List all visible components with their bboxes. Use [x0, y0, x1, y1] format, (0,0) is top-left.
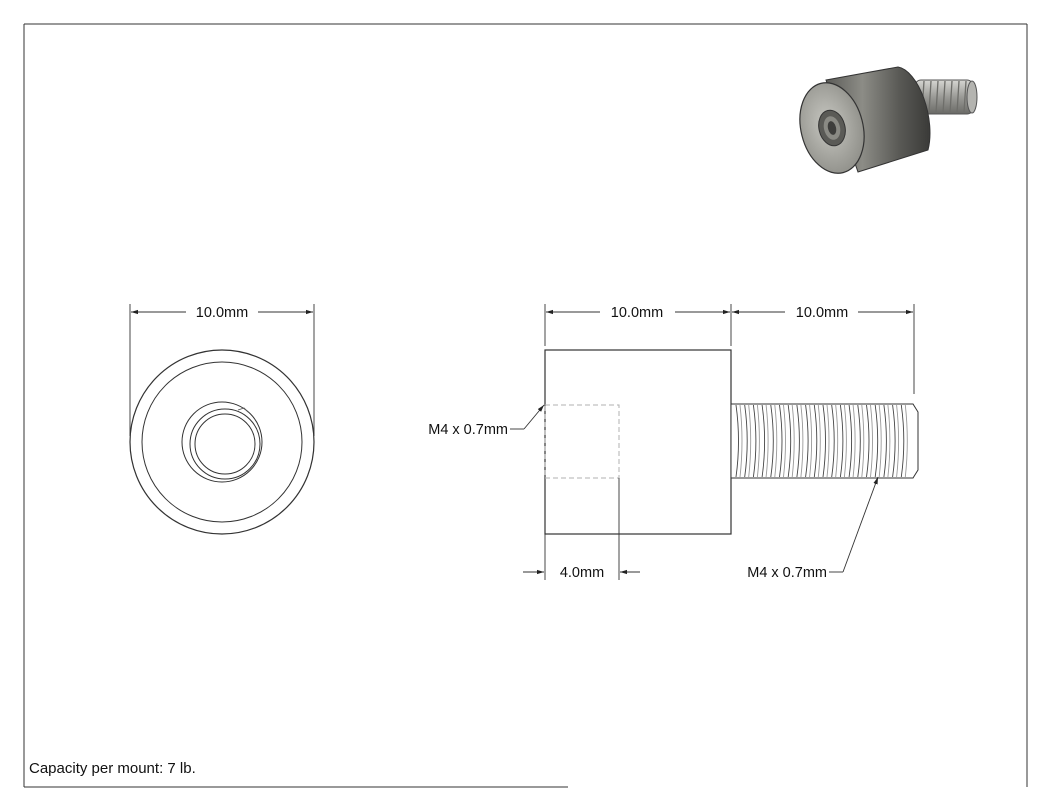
external-thread-label: M4 x 0.7mm — [747, 565, 827, 581]
sheet-border — [23, 23, 1028, 788]
hidden-internal-thread — [544, 404, 620, 479]
thread-crest — [744, 404, 748, 478]
thread-crest — [892, 404, 896, 478]
thread-root — [748, 404, 752, 478]
thread-crest — [822, 404, 826, 478]
internal-thread-label: M4 x 0.7mm — [428, 422, 508, 438]
thread-root — [878, 404, 882, 478]
thread-crest — [787, 404, 792, 478]
capacity-note: Capacity per mount: 7 lb. — [29, 760, 196, 777]
thread-depth-label: 4.0mm — [560, 565, 604, 581]
iso-stud — [914, 79, 978, 115]
thread-crest — [735, 404, 739, 478]
thread-crest — [883, 404, 887, 478]
thread-crest — [857, 404, 861, 478]
thread-root — [887, 404, 891, 478]
front-diameter-label: 10.0mm — [196, 305, 248, 321]
stud-length-label: 10.0mm — [796, 305, 848, 321]
body-length-dimension: 10.0mm — [544, 304, 732, 346]
thread-root — [870, 404, 873, 478]
thread-crest — [874, 404, 879, 478]
thread-crest — [839, 404, 844, 478]
thread-crest — [813, 404, 818, 478]
thread-root — [774, 404, 778, 478]
thread-crest — [761, 404, 766, 478]
thread-crest — [900, 404, 905, 478]
stud-length-dimension: 10.0mm — [732, 304, 915, 394]
thread-root — [783, 404, 786, 478]
thread-crest — [752, 404, 757, 478]
external-thread-callout: M4 x 0.7mm — [747, 476, 879, 581]
thread-root — [809, 404, 813, 478]
thread-crest — [831, 404, 835, 478]
thread-root — [896, 404, 900, 478]
threaded-stud — [730, 403, 919, 479]
front-diameter-dimension: 10.0mm — [129, 304, 315, 436]
thread-root — [739, 404, 743, 478]
thread-root — [843, 404, 847, 478]
thread-crest — [866, 404, 870, 478]
internal-thread-callout: M4 x 0.7mm — [428, 404, 545, 438]
thread-crest — [779, 404, 783, 478]
body-length-label: 10.0mm — [611, 305, 663, 321]
side-view: 10.0mm 10.0mm M4 x 0.7mm 4.0mm M4 x 0.7m… — [428, 304, 919, 581]
thread-root — [826, 404, 830, 478]
thread-root — [861, 404, 865, 478]
thread-root — [791, 404, 795, 478]
standoff-body — [544, 349, 732, 535]
thread-root — [800, 404, 804, 478]
thread-root — [835, 404, 839, 478]
thread-root — [765, 404, 769, 478]
thread-crest — [848, 404, 853, 478]
thread-depth-dimension: 4.0mm — [523, 534, 640, 581]
thread-root — [904, 404, 908, 478]
thread-root — [817, 404, 821, 478]
thread-root — [852, 404, 856, 478]
front-view: 10.0mm — [129, 304, 315, 535]
thread-crest — [796, 404, 800, 478]
thread-root — [756, 404, 760, 478]
thread-crest — [805, 404, 809, 478]
isometric-preview — [799, 66, 978, 174]
thread-crest — [770, 404, 774, 478]
